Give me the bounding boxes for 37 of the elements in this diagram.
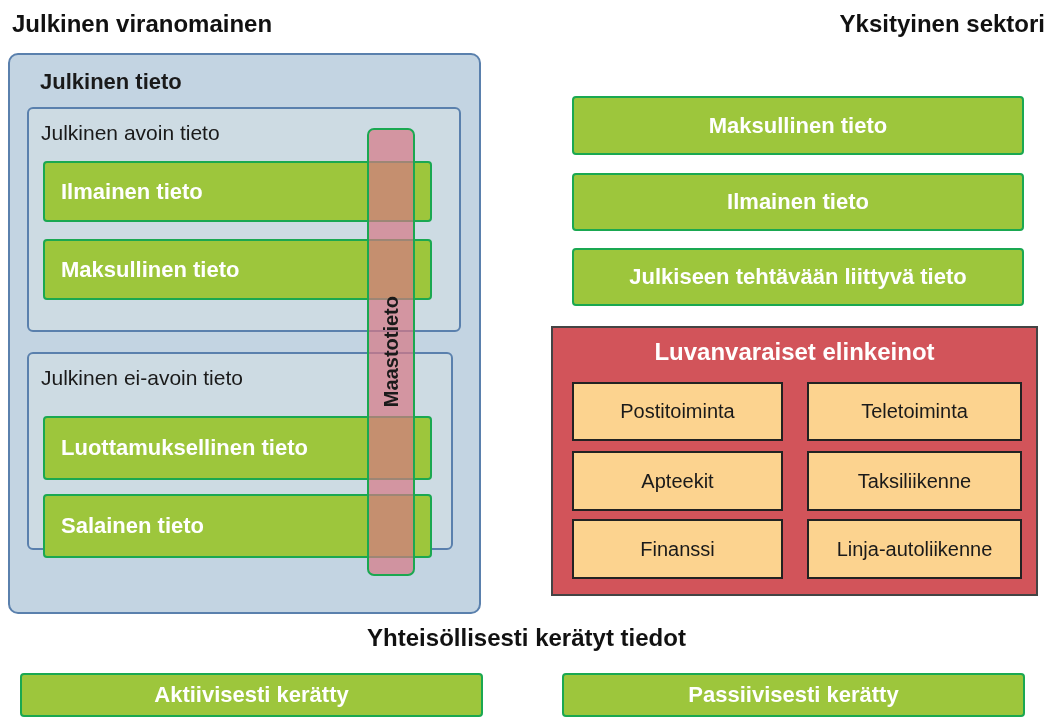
vertical-band [367,128,415,576]
node-label: Julkinen avoin tieto [41,121,220,145]
node-label: Postitoiminta [620,400,735,423]
section-heading: Yksityinen sektori [839,10,1045,38]
category-box [807,451,1022,511]
category-box [572,382,783,441]
node-label: Luottamuksellinen tieto [61,435,308,461]
node-label: Ilmainen tieto [61,178,203,205]
node-label: Luvanvaraiset elinkeinot [654,338,935,366]
category-bar [562,673,1025,717]
node-label: Apteekit [641,469,714,493]
group-panel [551,326,1038,596]
node-label: Maksullinen tieto [61,256,240,283]
node-label: Julkinen tieto [40,69,182,95]
node-label: Julkiseen tehtävään liittyvä tieto [629,264,967,290]
category-box [807,382,1022,441]
group-panel [8,53,481,614]
category-bar [572,96,1024,155]
section-heading: Julkinen viranomainen [12,10,273,38]
node-label: Teletoiminta [861,400,968,423]
node-label: Julkinen ei-avoin tieto [41,366,243,390]
category-box [572,519,783,579]
node-label: Linja-autoliikenne [836,537,993,561]
category-box [807,519,1022,579]
node-label: Aktiivisesti kerätty [154,682,349,708]
category-box [572,451,783,511]
node-label: Salainen tieto [61,513,205,539]
category-bar [572,248,1024,306]
section-heading: Yhteisöllisesti kerätyt tiedot [366,624,687,652]
node-label: Taksiliikenne [857,469,972,493]
node-label: Ilmainen tieto [727,189,869,215]
category-bar [20,673,483,717]
node-label: Maksullinen tieto [708,112,888,139]
category-bar [572,173,1024,231]
node-label: Maastotieto [379,296,403,408]
node-label: Passiivisesti kerätty [688,682,899,708]
node-label: Finanssi [640,537,715,561]
